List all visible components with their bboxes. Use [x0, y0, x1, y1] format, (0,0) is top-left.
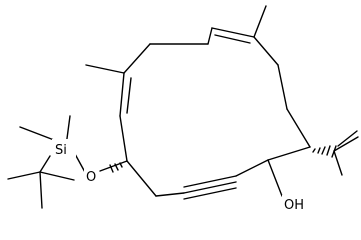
bond-c-oh — [267, 159, 283, 197]
si-atom-label: Si — [55, 143, 67, 158]
bond-methyl-left — [85, 64, 125, 74]
bond-isopropenyl-double-outer — [333, 136, 359, 152]
bond-tbu-methyl-right — [39, 171, 75, 181]
bond-ring-double-outer — [119, 72, 125, 117]
bond-alkyne-2 — [183, 175, 237, 188]
o-label-bg — [84, 167, 98, 184]
bond-c-c-ring-5 — [277, 64, 288, 110]
bond-tbu-methyl-left — [7, 171, 41, 180]
bond-c-c-ring-7 — [267, 146, 311, 161]
bond-c-c-ring-6 — [286, 108, 311, 148]
bond-tbu-si — [39, 155, 51, 173]
oh-label-bg — [282, 195, 308, 212]
bond-c-c-ring-4 — [253, 36, 279, 66]
oh-atom-label: OH — [284, 198, 304, 213]
bond-c-c-ring-9 — [126, 160, 157, 197]
bond-o-c — [99, 160, 128, 172]
bond-c-c-ring-2 — [123, 43, 151, 74]
bond-alkyne-4 — [183, 187, 237, 200]
bond-si-methyl-left — [19, 126, 55, 141]
structure-diagram: Si O OH — [7, 5, 359, 213]
hashed-wedge-o-stereocenter — [109, 162, 123, 173]
bond-ring-top-double-outer — [211, 27, 255, 38]
bond-c-c-ring-8 — [155, 192, 185, 197]
bond-alkyne-1 — [235, 159, 269, 177]
bond-ring-top-double-inner — [214, 34, 251, 44]
bond-ring-top-single — [207, 27, 213, 45]
bond-alkyne-3 — [183, 181, 237, 194]
o-ether-atom-label: O — [86, 170, 96, 185]
bond-isopropenyl-double-inner — [337, 130, 358, 147]
bond-c-c-ring-1 — [119, 115, 128, 162]
bond-tbu-methyl-down — [39, 171, 43, 209]
hashed-wedge-isopropenyl — [312, 145, 337, 158]
si-label-bg — [52, 139, 76, 157]
bond-ring-double-inner — [126, 77, 132, 114]
bond-methyl-top — [253, 5, 267, 38]
bond-isopropenyl-methyl — [333, 150, 343, 176]
